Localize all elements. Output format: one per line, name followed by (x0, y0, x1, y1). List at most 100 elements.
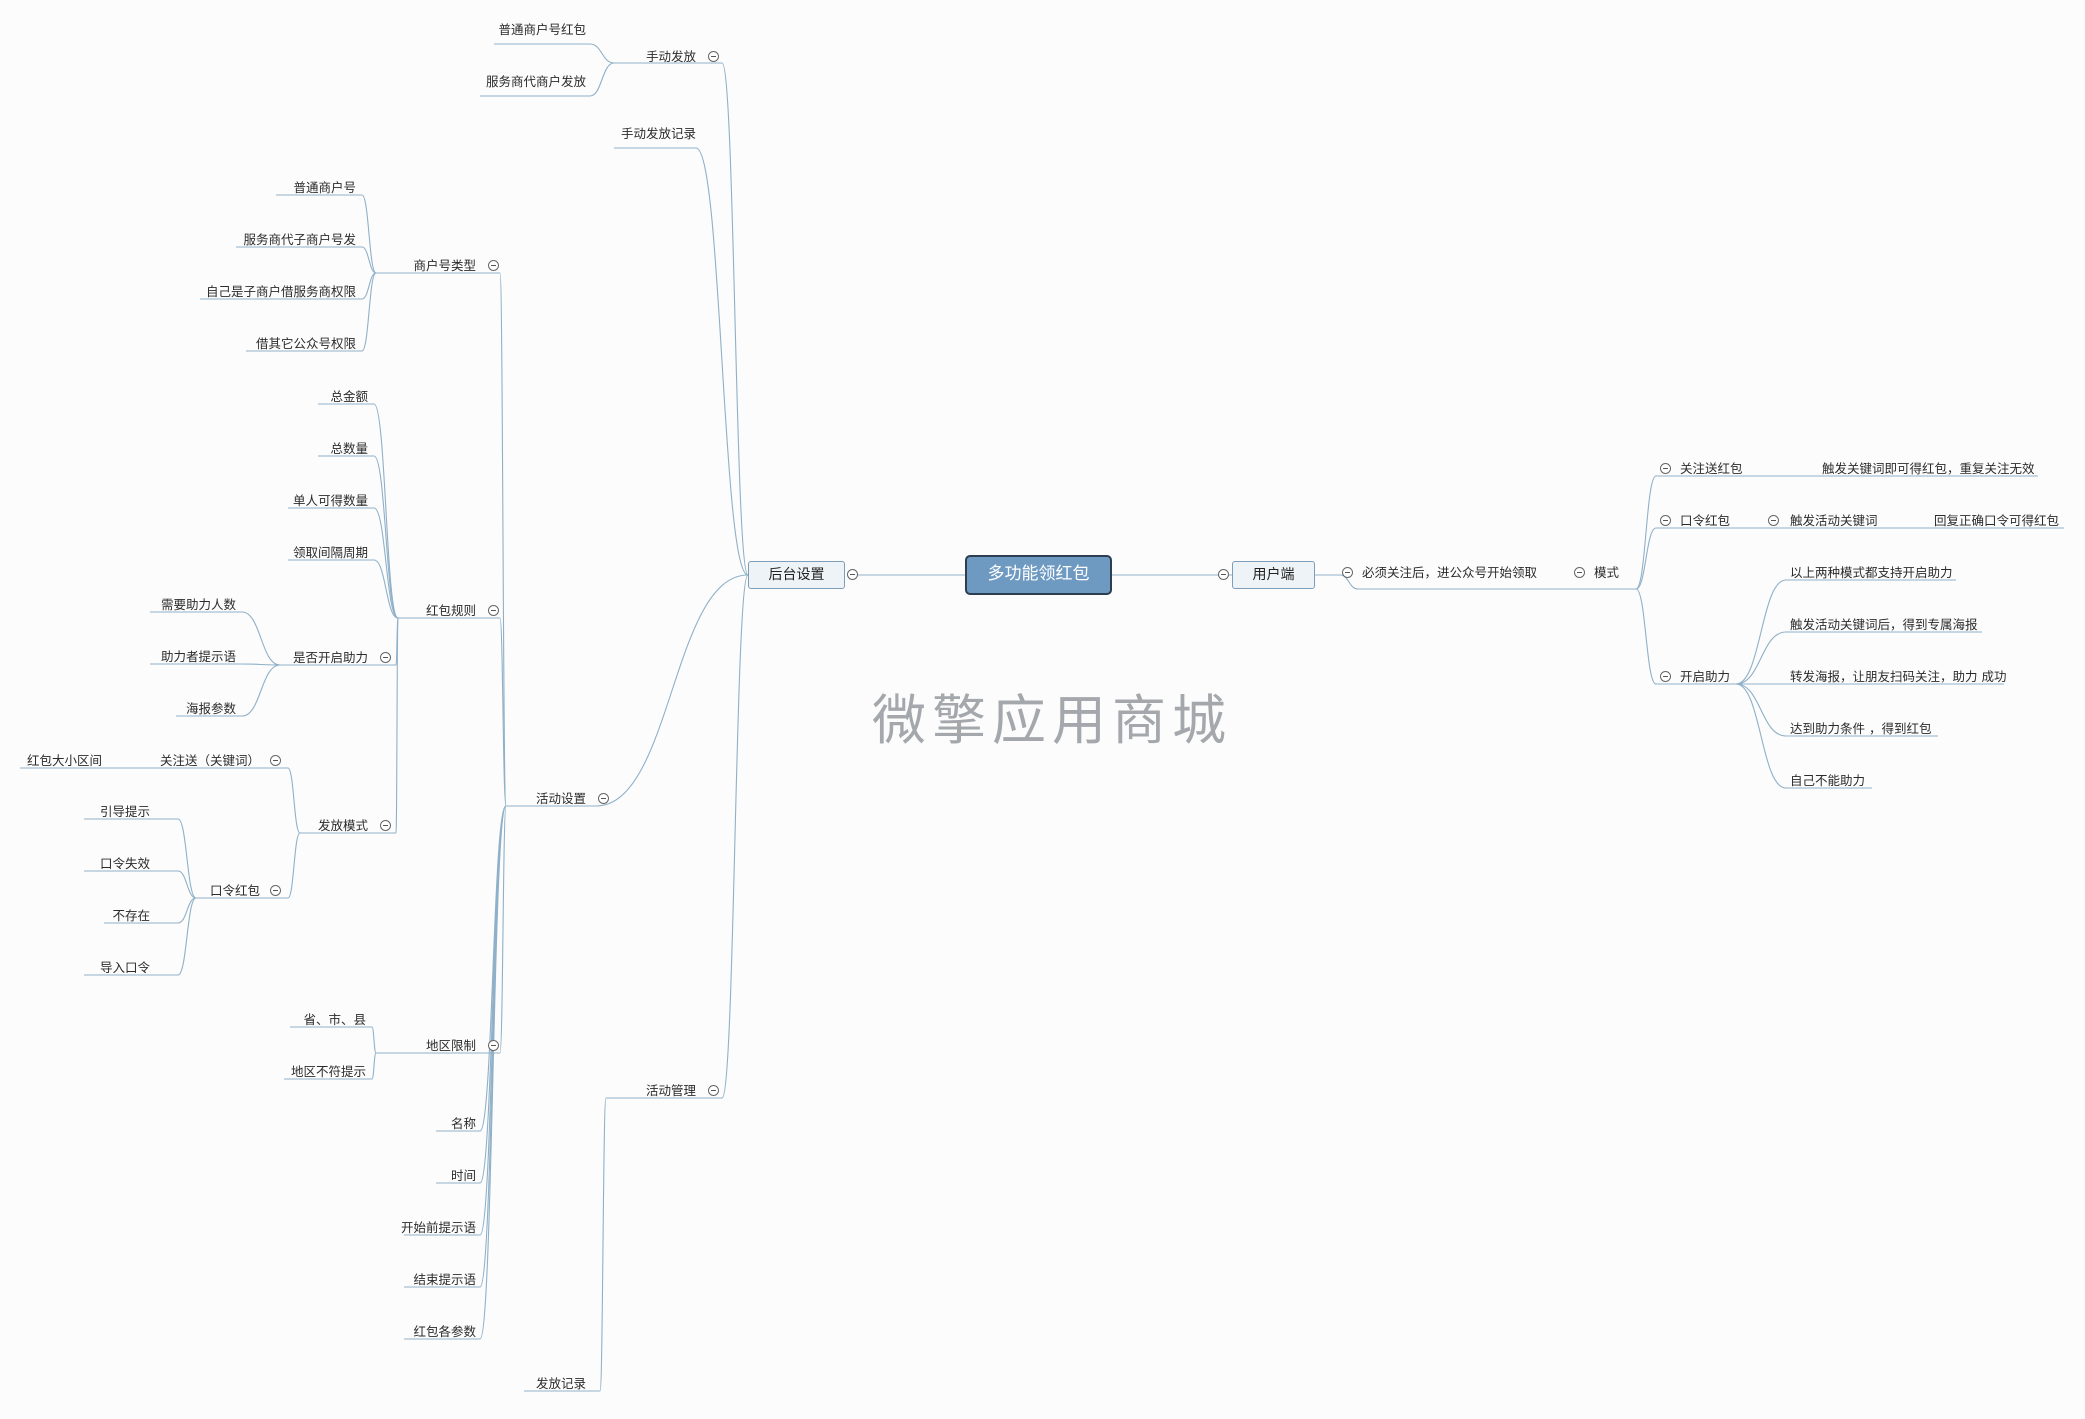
connector (1735, 683, 1787, 789)
assist-tip-node[interactable]: 助力者提示语 (160, 649, 236, 664)
follow-send-keyword-node[interactable]: 关注送（关键词） (159, 753, 260, 768)
right-password-redpacket-node[interactable]: 口令红包 (1680, 513, 1731, 528)
get-poster-node[interactable]: 触发活动关键词后，得到专属海报 (1790, 617, 1978, 632)
activity-settings-node[interactable]: 活动设置 (535, 791, 586, 806)
collapse-toggle-activity-management[interactable] (708, 1085, 719, 1096)
connector (361, 272, 377, 352)
normal-merchant-redpacket-node[interactable]: 普通商户号红包 (498, 22, 586, 37)
collapse-toggle-redpacket-rules[interactable] (488, 605, 499, 616)
provider-sub-merchant-node[interactable]: 服务商代子商户号发 (243, 232, 356, 247)
connector (241, 663, 281, 666)
watermark: 微擎应用商城 (872, 689, 1232, 752)
activity-management-node[interactable]: 活动管理 (645, 1083, 696, 1098)
redpacket-params-node[interactable]: 红包各参数 (413, 1324, 476, 1339)
keyword-trigger-desc-node[interactable]: 触发关键词即可得红包，重复关注无效 (1822, 461, 2035, 476)
collapse-toggle-client[interactable] (1218, 569, 1229, 580)
collapse-toggle-enable-assist[interactable] (380, 652, 391, 663)
total-amount-node[interactable]: 总金额 (330, 389, 368, 404)
connector (177, 818, 197, 899)
connector (373, 403, 399, 619)
provider-for-merchant-send-node[interactable]: 服务商代商户发放 (485, 74, 586, 89)
normal-merchant-node[interactable]: 普通商户号 (293, 180, 356, 195)
connector (373, 507, 399, 619)
share-poster-node[interactable]: 转发海报，让朋友扫码关注，助力 成功 (1790, 669, 2007, 684)
collapse-toggle-activity-settings[interactable] (598, 793, 609, 804)
connector (1735, 631, 1787, 685)
correct-password-reward-node[interactable]: 回复正确口令可得红包 (1934, 513, 2060, 528)
connector (499, 805, 507, 1054)
follow-redpacket-node[interactable]: 关注送红包 (1680, 461, 1743, 476)
collapse-toggle-region-limit[interactable] (488, 1040, 499, 1051)
merchant-type-node[interactable]: 商户号类型 (413, 258, 476, 273)
backend-settings-node[interactable]: 后台设置 (748, 561, 845, 589)
connector (361, 246, 377, 274)
activity-time-node[interactable]: 时间 (450, 1168, 476, 1183)
must-follow-node[interactable]: 必须关注后，进公众号开始领取 (1362, 565, 1538, 580)
region-mismatch-tip-node[interactable]: 地区不符提示 (290, 1064, 366, 1079)
enable-assist-node[interactable]: 是否开启助力 (292, 650, 368, 665)
province-city-county-node[interactable]: 省、市、县 (303, 1012, 366, 1027)
collapse-toggle-send-mode[interactable] (380, 820, 391, 831)
connector (241, 664, 281, 717)
password-redpacket-node[interactable]: 口令红包 (209, 883, 260, 898)
connector (695, 147, 749, 576)
collapse-toggle-follow-redpacket[interactable] (1660, 463, 1671, 474)
connector (287, 832, 301, 899)
both-modes-support-node[interactable]: 以上两种模式都支持开启助力 (1790, 565, 1953, 580)
connector (1635, 588, 1657, 685)
password-invalid-node[interactable]: 口令失效 (99, 856, 150, 871)
connector (395, 617, 399, 834)
import-password-node[interactable]: 导入口令 (99, 960, 150, 975)
manual-send-node[interactable]: 手动发放 (645, 49, 696, 64)
manual-send-records-node[interactable]: 手动发放记录 (620, 126, 696, 141)
guide-tip-node[interactable]: 引导提示 (99, 804, 150, 819)
right-enable-assist-node[interactable]: 开启助力 (1680, 669, 1731, 684)
borrow-other-account-node[interactable]: 借其它公众号权限 (255, 336, 356, 351)
send-records-node[interactable]: 发放记录 (535, 1376, 586, 1391)
total-count-node[interactable]: 总数量 (330, 441, 368, 456)
redpacket-range-node[interactable]: 红包大小区间 (26, 753, 102, 768)
collapse-toggle-must-follow[interactable] (1342, 567, 1353, 578)
connector (499, 272, 507, 807)
mode-node[interactable]: 模式 (1594, 565, 1620, 580)
connector (361, 194, 377, 274)
after-end-tip-node[interactable]: 结束提示语 (413, 1272, 476, 1287)
connector (371, 1026, 377, 1054)
reach-condition-node[interactable]: 达到助力条件 ，得到红包 (1790, 721, 1932, 736)
redpacket-rules-node[interactable]: 红包规则 (425, 603, 476, 618)
connector (589, 43, 615, 64)
region-limit-node[interactable]: 地区限制 (425, 1038, 476, 1053)
before-start-tip-node[interactable]: 开始前提示语 (400, 1220, 476, 1235)
connector (595, 574, 749, 807)
collapse-toggle-manual-send[interactable] (708, 51, 719, 62)
collapse-toggle-backend[interactable] (847, 569, 858, 580)
collapse-toggle-password-redpacket[interactable] (270, 885, 281, 896)
not-exist-node[interactable]: 不存在 (112, 908, 150, 923)
assist-count-node[interactable]: 需要助力人数 (160, 597, 236, 612)
collapse-toggle-mode[interactable] (1574, 567, 1585, 578)
connector (599, 1097, 607, 1392)
per-user-limit-node[interactable]: 单人可得数量 (292, 493, 368, 508)
collapse-toggle-follow-send[interactable] (270, 755, 281, 766)
collapse-toggle-right-enable-assist[interactable] (1660, 671, 1671, 682)
trigger-activity-keyword-node[interactable]: 触发活动关键词 (1790, 513, 1878, 528)
activity-name-node[interactable]: 名称 (450, 1116, 476, 1131)
connector (241, 611, 281, 666)
collapse-toggle-trigger-keyword[interactable] (1768, 515, 1779, 526)
claim-interval-node[interactable]: 领取间隔周期 (292, 545, 368, 560)
connector (177, 870, 197, 899)
poster-params-node[interactable]: 海报参数 (185, 701, 236, 716)
connector (371, 1052, 377, 1080)
no-self-assist-node[interactable]: 自己不能助力 (1790, 773, 1866, 788)
collapse-toggle-merchant-type[interactable] (488, 260, 499, 271)
sub-merchant-borrow-node[interactable]: 自己是子商户借服务商权限 (205, 284, 356, 299)
client-side-node[interactable]: 用户端 (1232, 561, 1315, 589)
connector (373, 559, 399, 619)
root-node[interactable]: 多功能领红包 (965, 555, 1112, 595)
send-mode-node[interactable]: 发放模式 (317, 818, 368, 833)
collapse-toggle-right-password-redpacket[interactable] (1660, 515, 1671, 526)
connector (721, 62, 749, 576)
connector (1735, 579, 1787, 685)
